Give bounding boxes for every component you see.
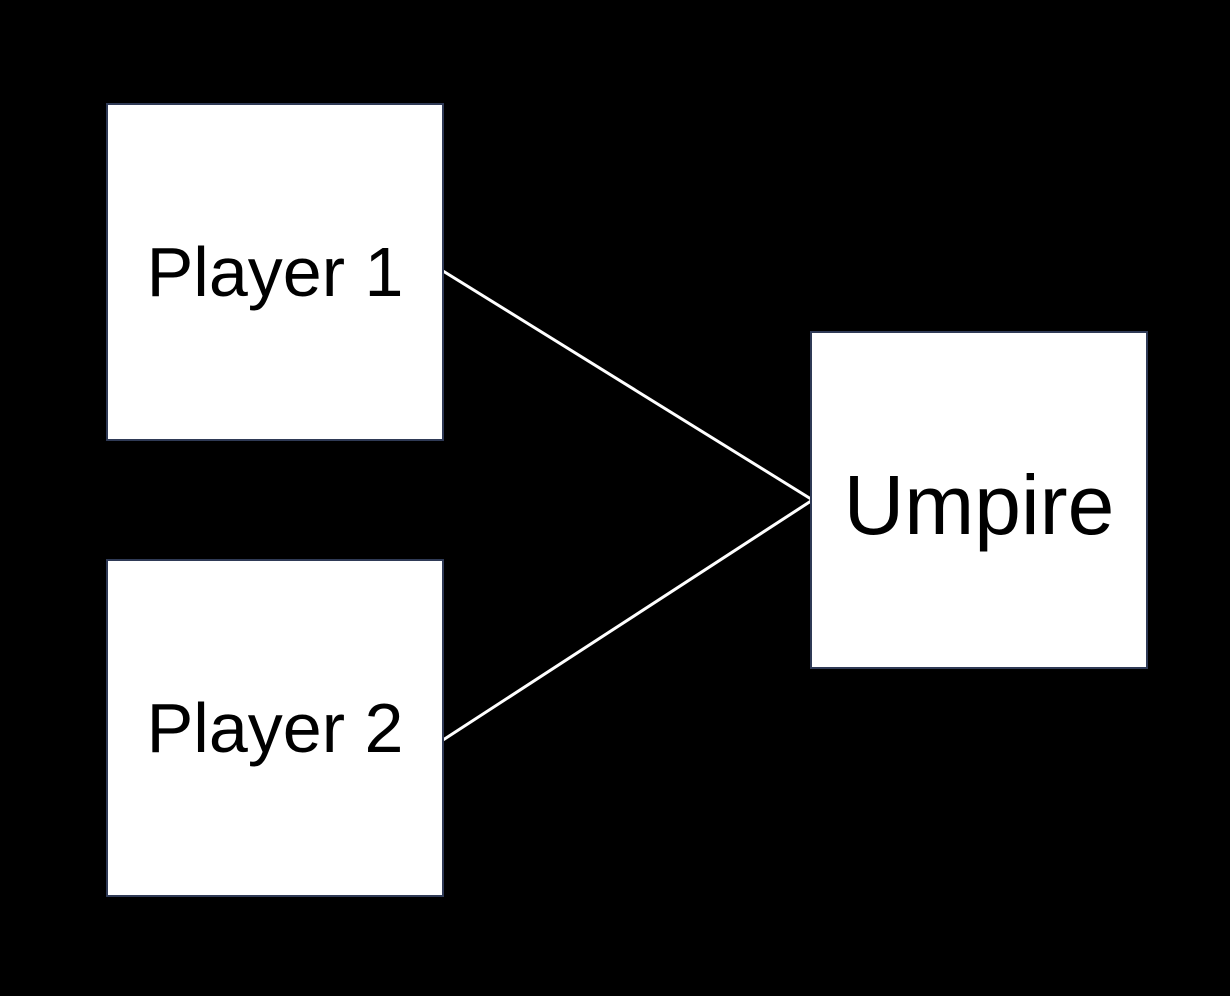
edge-player1-umpire (442, 269, 812, 501)
edge-player2-umpire (442, 499, 812, 742)
player2-node: Player 2 (106, 559, 444, 897)
player1-label: Player 1 (146, 233, 404, 311)
umpire-node: Umpire (810, 331, 1148, 669)
player1-node: Player 1 (106, 103, 444, 441)
player2-label: Player 2 (146, 689, 404, 767)
umpire-label: Umpire (843, 458, 1115, 552)
